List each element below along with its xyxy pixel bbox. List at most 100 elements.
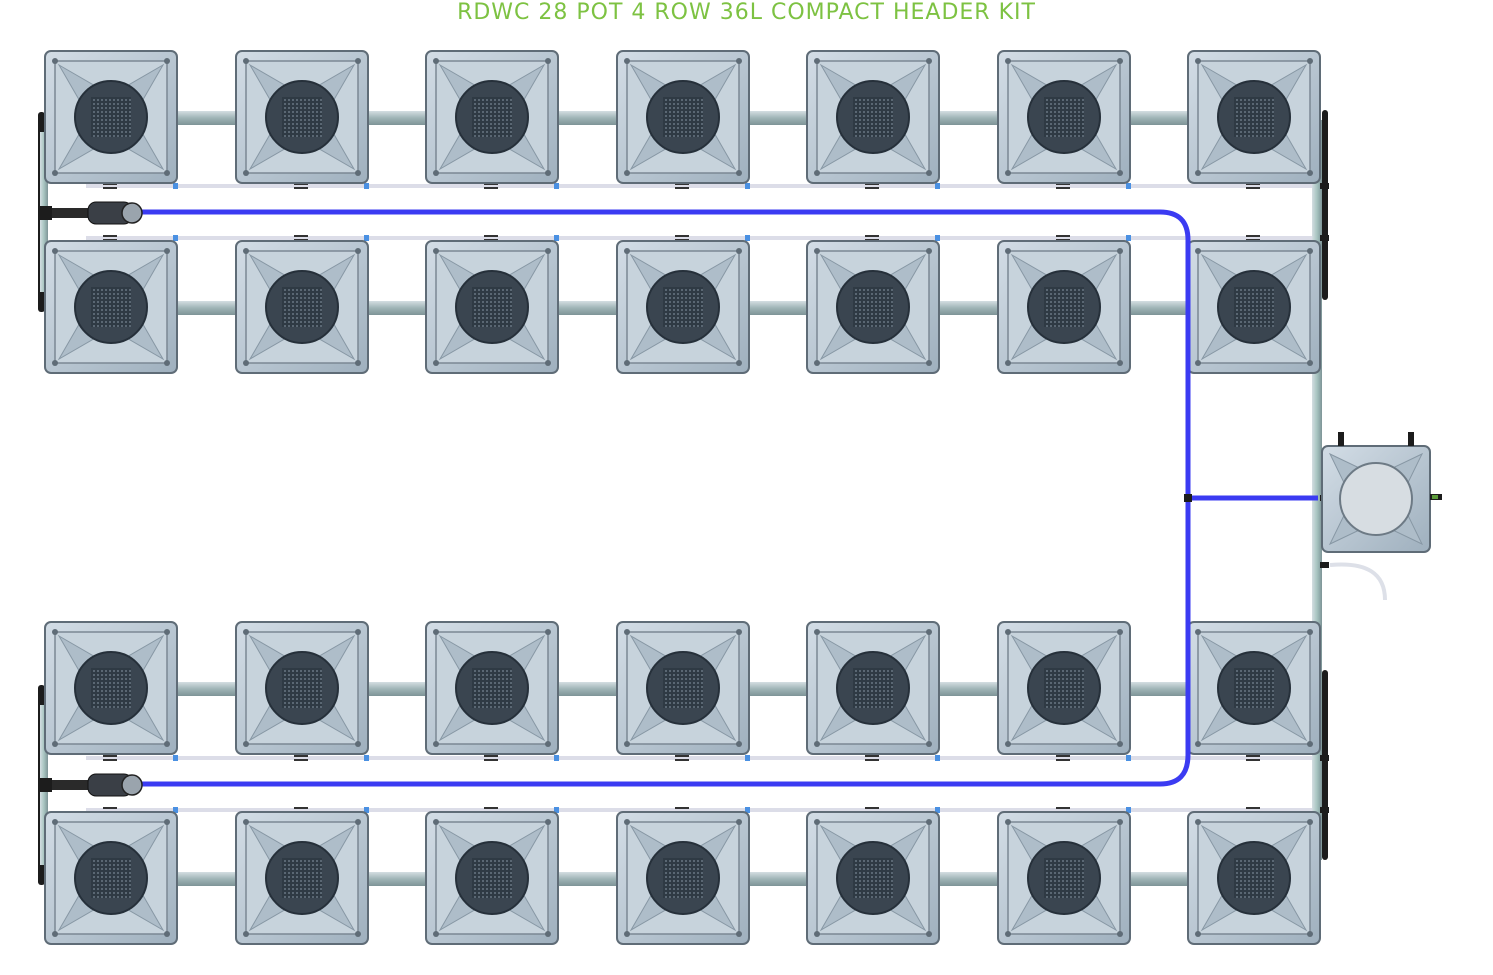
return-fitting <box>1246 755 1260 757</box>
return-fitting <box>1056 807 1070 809</box>
corner-screw <box>1195 58 1201 64</box>
net-pot-mesh-icon <box>663 287 703 327</box>
corner-screw <box>736 360 742 366</box>
return-fitting <box>1246 235 1260 237</box>
corner-screw <box>164 360 170 366</box>
corner-screw <box>1005 170 1011 176</box>
net-pot-mesh-icon <box>853 287 893 327</box>
pot-icon <box>235 240 369 374</box>
pot-icon <box>806 621 940 755</box>
net-pot-mesh-icon <box>91 287 131 327</box>
corner-screw <box>433 170 439 176</box>
return-line-4 <box>86 808 1324 812</box>
return-fitting <box>484 235 498 237</box>
pot-icon <box>997 240 1131 374</box>
corner-screw <box>164 170 170 176</box>
corner-screw <box>1307 741 1313 747</box>
net-pot-mesh-icon <box>472 287 512 327</box>
corner-screw <box>1195 741 1201 747</box>
pot-icon <box>44 811 178 945</box>
corner-screw <box>243 819 249 825</box>
corner-screw <box>814 248 820 254</box>
corner-screw <box>624 170 630 176</box>
pot-icon <box>44 621 178 755</box>
right-return-manifold <box>1312 120 1322 860</box>
page-title: RDWC 28 POT 4 ROW 36L COMPACT HEADER KIT <box>457 0 1036 25</box>
return-fitting <box>675 755 689 757</box>
return-connector <box>1126 235 1131 241</box>
return-connector <box>173 755 178 761</box>
return-fitting <box>484 755 498 757</box>
pot-icon <box>997 50 1131 184</box>
return-fitting <box>484 759 498 761</box>
corner-screw <box>926 819 932 825</box>
corner-screw <box>814 360 820 366</box>
corner-screw <box>926 248 932 254</box>
reservoir-lid <box>1339 462 1413 536</box>
return-fitting <box>865 235 879 237</box>
feed-layer <box>38 201 1318 797</box>
corner-screw <box>52 170 58 176</box>
tee-fitting <box>1184 494 1192 502</box>
corner-screw <box>1005 819 1011 825</box>
corner-screw <box>814 741 820 747</box>
return-connector <box>554 235 559 241</box>
return-connector <box>364 183 369 189</box>
pot-icon <box>1187 50 1321 184</box>
corner-screw <box>736 58 742 64</box>
return-connector <box>554 755 559 761</box>
corner-screw <box>355 819 361 825</box>
manifold-fitting <box>1320 755 1329 761</box>
pump-fitting <box>38 778 52 792</box>
net-pot-mesh-icon <box>853 97 893 137</box>
return-fitting <box>294 759 308 761</box>
corner-screw <box>355 170 361 176</box>
corner-screw <box>243 629 249 635</box>
corner-screw <box>1195 360 1201 366</box>
return-connector <box>935 235 940 241</box>
corner-screw <box>814 931 820 937</box>
corner-screw <box>1005 360 1011 366</box>
pot-icon <box>806 811 940 945</box>
pot-icon <box>235 621 369 755</box>
return-fitting <box>1056 759 1070 761</box>
corner-screw <box>545 248 551 254</box>
return-fitting <box>675 807 689 809</box>
pump-fitting <box>38 206 52 220</box>
return-connector <box>173 235 178 241</box>
pot-icon <box>44 240 178 374</box>
corner-screw <box>1307 629 1313 635</box>
corner-screw <box>1307 931 1313 937</box>
corner-screw <box>545 741 551 747</box>
corner-screw <box>624 931 630 937</box>
corner-screw <box>1195 248 1201 254</box>
corner-screw <box>52 741 58 747</box>
manifold-fitting <box>1320 183 1329 189</box>
corner-screw <box>1307 248 1313 254</box>
corner-screw <box>355 629 361 635</box>
corner-screw <box>52 819 58 825</box>
corner-screw <box>243 741 249 747</box>
pump-head <box>121 202 143 224</box>
return-fitting <box>294 235 308 237</box>
return-fitting <box>294 807 308 809</box>
corner-screw <box>164 248 170 254</box>
corner-screw <box>926 629 932 635</box>
corner-screw <box>243 248 249 254</box>
corner-screw <box>433 629 439 635</box>
right-manifold-cap <box>1322 670 1328 860</box>
reservoir-valve <box>1432 495 1438 499</box>
net-pot-mesh-icon <box>1234 287 1274 327</box>
pot-icon <box>616 240 750 374</box>
return-connector <box>554 807 559 813</box>
corner-screw <box>814 819 820 825</box>
corner-screw <box>926 741 932 747</box>
pot-icon <box>616 811 750 945</box>
pot-icon <box>235 811 369 945</box>
net-pot-mesh-icon <box>91 858 131 898</box>
net-pot-mesh-icon <box>663 858 703 898</box>
net-pot-mesh-icon <box>282 287 322 327</box>
pots-layer <box>44 50 1321 945</box>
corner-screw <box>243 170 249 176</box>
